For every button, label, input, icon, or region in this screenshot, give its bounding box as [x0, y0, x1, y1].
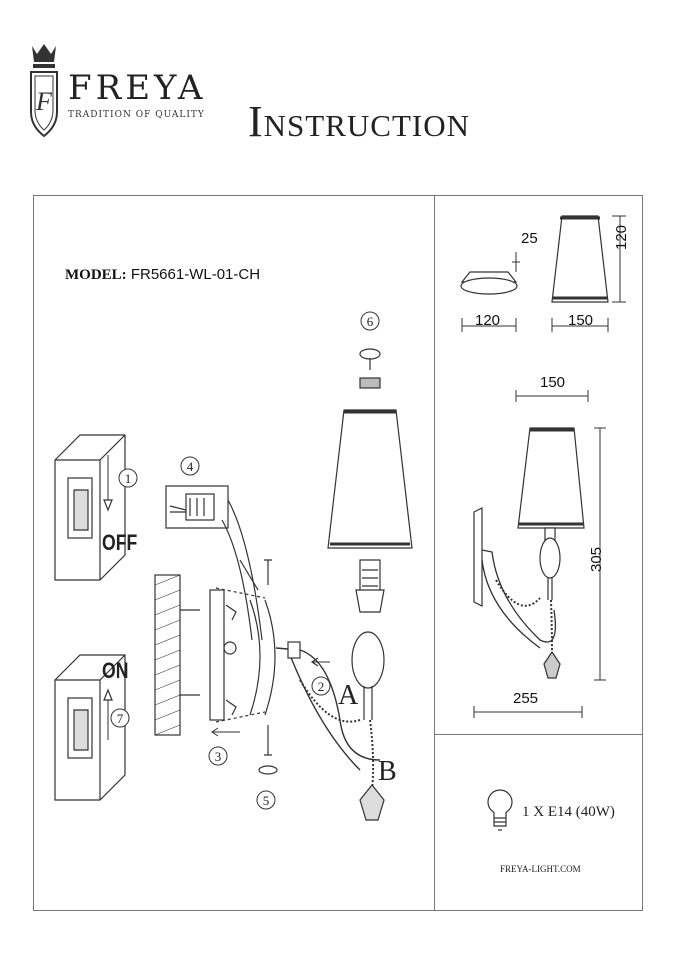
- dim-total-height: 305: [588, 546, 605, 572]
- instruction-frame: [33, 195, 643, 911]
- page-title: Instruction: [248, 97, 470, 146]
- dim-base-width: 120: [475, 312, 501, 329]
- part-b-label: B: [378, 756, 397, 787]
- dim-total-depth: 255: [513, 690, 539, 707]
- off-label: OFF: [102, 530, 138, 555]
- dim-shade-height: 120: [613, 224, 630, 250]
- step-4-number: 4: [187, 459, 194, 474]
- part-a-label: A: [338, 680, 359, 711]
- dim-total-shade-width: 150: [540, 374, 566, 391]
- model-value: FR5661-WL-01-CH: [130, 266, 261, 283]
- step-3-number: 3: [215, 749, 222, 764]
- step-1-number: 1: [125, 471, 132, 486]
- bulb-spec: 1 X E14 (40W): [522, 804, 615, 820]
- brand-name: FREYA: [68, 68, 207, 108]
- svg-text:F: F: [35, 87, 53, 116]
- on-label: ON: [102, 658, 129, 683]
- brand-tagline: TRADITION OF QUALITY: [68, 110, 205, 120]
- step-7-number: 7: [117, 711, 124, 726]
- brand-logo: F: [28, 42, 60, 138]
- step-6-number: 6: [367, 314, 374, 329]
- step-2-number: 2: [318, 679, 325, 694]
- frame-divider-horizontal: [434, 734, 643, 735]
- frame-divider-vertical: [434, 195, 435, 911]
- website-label: FREYA-LIGHT.COM: [500, 864, 581, 874]
- model-label: MODEL:: [65, 267, 127, 283]
- light-bulb-icon: [487, 789, 513, 831]
- crest-icon: F: [30, 44, 58, 138]
- switch-off-icon: [54, 434, 126, 581]
- model-line: MODEL: FR5661-WL-01-CH: [65, 266, 260, 284]
- dim-base-height: 25: [521, 230, 538, 247]
- dim-shade-width: 150: [568, 312, 594, 329]
- step-5-number: 5: [263, 793, 270, 808]
